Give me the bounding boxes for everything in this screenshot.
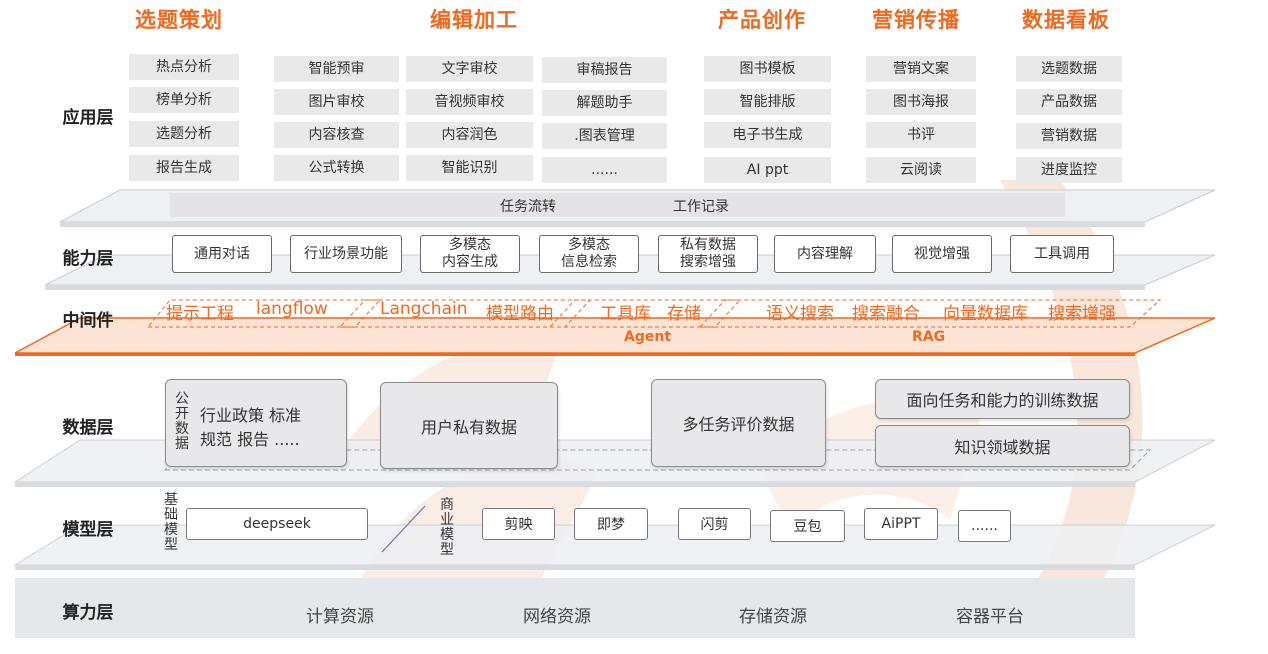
model-item[interactable]: AiPPT [864,508,938,540]
layer-label-middleware: 中间件 [62,311,114,331]
capability-item[interactable]: 工具调用 [1010,235,1114,273]
public-data-box[interactable]: 公开数据 行业政策 标准 规范 报告 ..... [165,379,347,467]
app-item[interactable]: 智能排版 [704,89,831,115]
private-data-box[interactable]: 用户私有数据 [380,382,558,469]
data-dashed-base [163,449,1152,471]
app-item[interactable]: 云阅读 [866,157,976,183]
workflow-task-transfer[interactable]: 任务流转 [500,199,556,215]
app-item[interactable]: 审稿报告 [542,57,667,83]
category-editing: 编辑加工 [430,8,518,32]
app-item[interactable]: 报告生成 [129,155,239,181]
model-deepseek[interactable]: deepseek [186,508,368,540]
training-data-box[interactable]: 面向任务和能力的训练数据 [875,379,1130,419]
app-item[interactable]: 书评 [866,122,976,148]
workflow-work-record[interactable]: 工作记录 [673,199,729,215]
compute-item[interactable]: 存储资源 [739,607,807,627]
middleware-item[interactable]: 搜索增强 [1048,304,1116,324]
app-item[interactable]: 电子书生成 [704,122,831,148]
domain-data-box[interactable]: 知识领域数据 [875,425,1130,467]
app-item[interactable]: 音视频审校 [406,89,533,115]
capability-item[interactable]: 多模态 内容生成 [420,235,520,273]
middleware-rag-label: RAG [912,329,946,345]
layer-label-compute: 算力层 [62,603,114,623]
middleware-item[interactable]: 语义搜索 [766,304,834,324]
compute-item[interactable]: 容器平台 [956,607,1024,627]
app-item[interactable]: 榜单分析 [129,87,239,113]
model-item[interactable]: 剪映 [482,508,555,540]
app-item[interactable]: 解题助手 [542,90,667,116]
middleware-group-4 [698,299,1162,328]
capability-item[interactable]: 视觉增强 [892,235,992,273]
middleware-item[interactable]: langflow [256,299,328,319]
app-item[interactable]: 营销文案 [866,56,976,82]
compute-layer-block [15,578,1135,638]
layer-label-data: 数据层 [62,418,114,438]
model-item[interactable]: 闪剪 [678,508,751,540]
layer-label-app: 应用层 [62,108,114,128]
app-item[interactable]: 智能识别 [406,155,533,181]
app-item[interactable]: ...... [542,157,667,183]
app-item[interactable]: 产品数据 [1016,89,1122,115]
layer-label-capability: 能力层 [62,249,114,269]
app-item[interactable]: 文字审校 [406,56,533,82]
middleware-item[interactable]: Langchain [380,299,468,319]
app-item[interactable]: 智能预审 [274,56,399,82]
category-marketing: 营销传播 [872,8,960,32]
middleware-agent-label: Agent [624,329,672,345]
capability-item[interactable]: 私有数据 搜索增强 [658,235,758,273]
category-product-creation: 产品创作 [718,8,806,32]
middleware-item[interactable]: 模型路由 [486,304,554,324]
model-item[interactable]: 豆包 [770,510,845,542]
app-layer-edge [60,222,1145,227]
app-item[interactable]: 图书海报 [866,89,976,115]
capability-item[interactable]: 多模态 信息检索 [539,235,639,273]
capability-item[interactable]: 行业场景功能 [290,235,402,273]
app-item[interactable]: 内容润色 [406,122,533,148]
workflow-bar: 任务流转 工作记录 [170,193,1065,217]
app-item[interactable]: AI ppt [704,157,831,183]
middleware-item[interactable]: 向量数据库 [943,304,1028,324]
app-item[interactable]: 图书模板 [704,56,831,82]
model-layer-edge [15,565,1135,570]
middleware-item[interactable]: 搜索融合 [852,304,920,324]
public-data-vertical-label: 公开数据 [175,391,189,452]
compute-item[interactable]: 计算资源 [306,607,374,627]
middleware-item[interactable]: 工具库 [600,304,651,324]
middleware-group-1 [146,299,382,328]
app-item[interactable]: 公式转换 [274,155,399,181]
eval-data-box[interactable]: 多任务评价数据 [651,379,826,467]
app-item[interactable]: 图片审校 [274,89,399,115]
app-item[interactable]: 选题分析 [129,121,239,147]
app-item[interactable]: .图表管理 [542,123,667,149]
category-dashboard: 数据看板 [1022,8,1110,32]
capability-item[interactable]: 内容理解 [774,235,876,273]
capability-item[interactable]: 通用对话 [172,235,272,273]
middleware-item[interactable]: 提示工程 [166,304,234,324]
category-topic-planning: 选题策划 [135,8,223,32]
app-item[interactable]: 内容核查 [274,122,399,148]
capability-layer-edge [45,285,1145,290]
app-item[interactable]: 热点分析 [129,54,239,80]
commercial-model-vertical-label: 商业模型 [440,497,454,558]
public-data-line2: 规范 报告 ..... [200,430,300,449]
model-item[interactable]: ...... [958,510,1011,542]
app-item[interactable]: 选题数据 [1016,56,1122,82]
middleware-edge [15,353,1135,356]
model-divider-slash [381,505,426,553]
compute-item[interactable]: 网络资源 [523,607,591,627]
middleware-group-3 [548,299,742,328]
base-model-vertical-label: 基础模型 [164,492,178,553]
model-item[interactable]: 即梦 [574,508,648,540]
layer-label-model: 模型层 [62,520,114,540]
app-item[interactable]: 营销数据 [1016,123,1122,149]
middleware-item[interactable]: 存储 [667,304,701,324]
data-layer-edge [15,482,1135,487]
public-data-line1: 行业政策 标准 [200,406,302,425]
app-item[interactable]: 进度监控 [1016,157,1122,183]
